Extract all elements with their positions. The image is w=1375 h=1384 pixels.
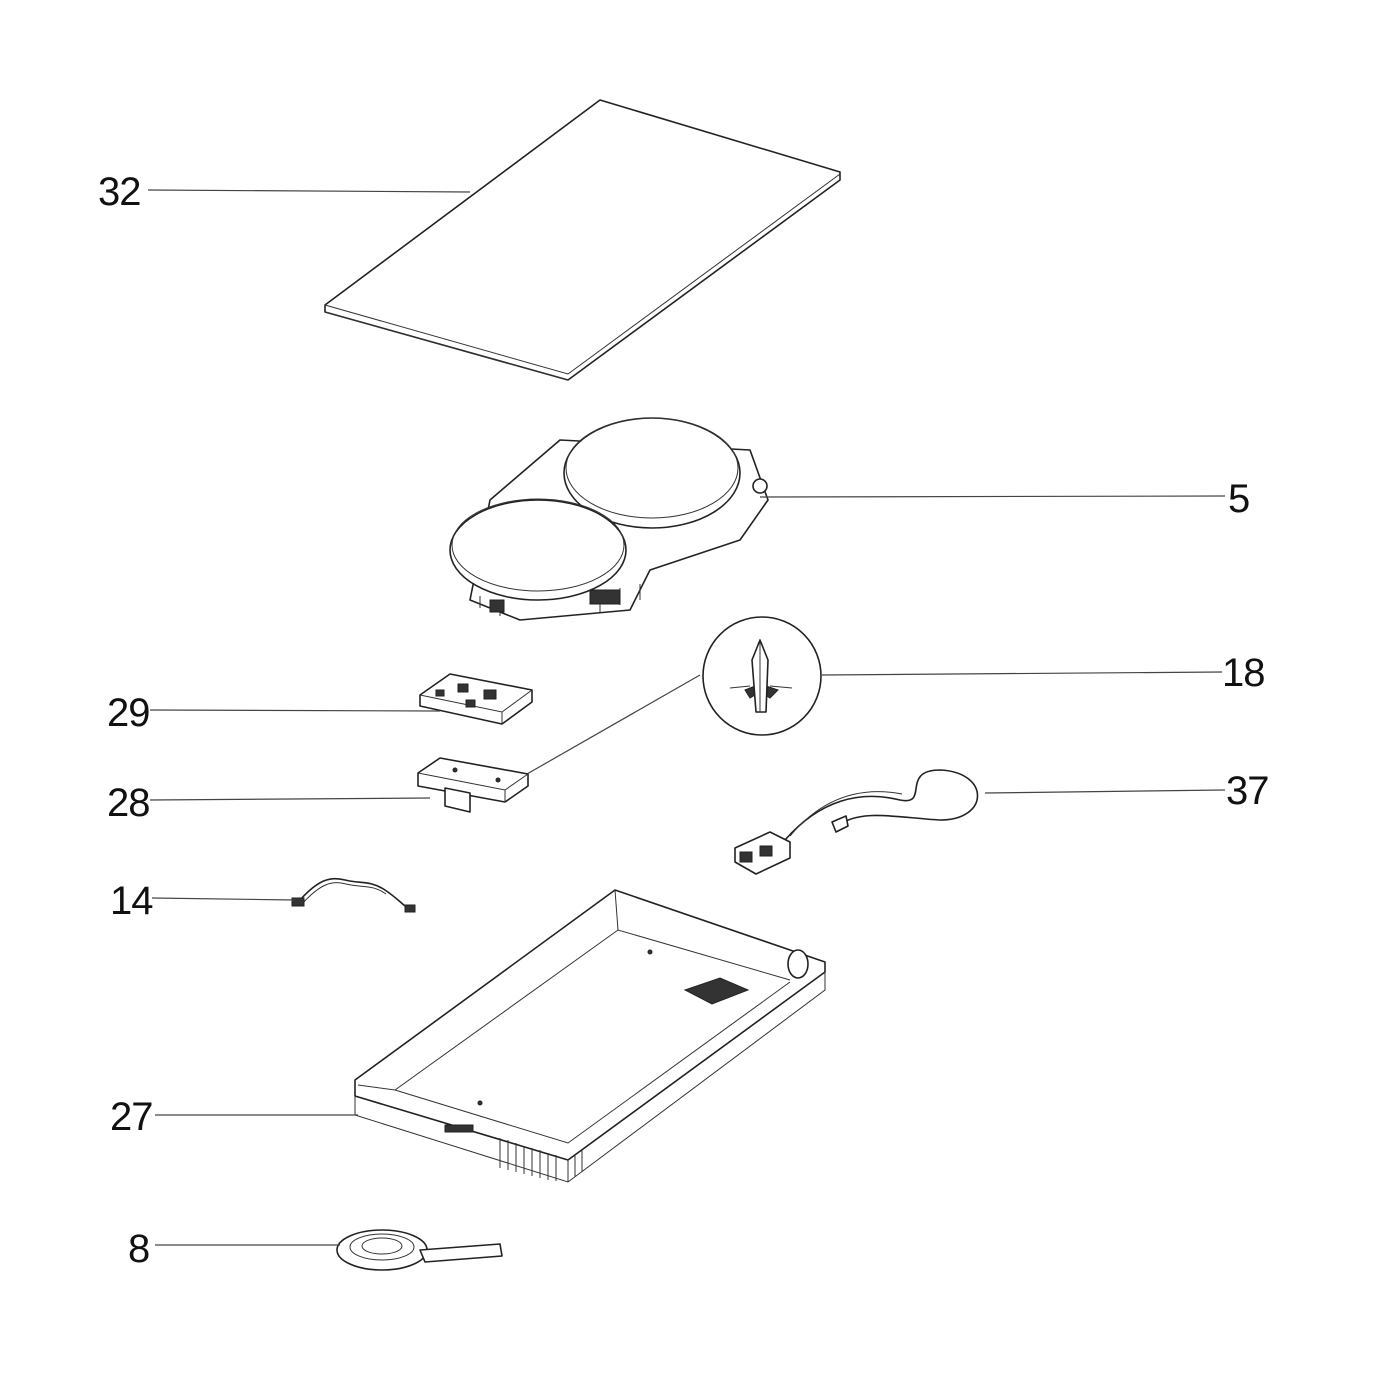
part-32-glass-top: [324, 99, 841, 381]
leader-14: [151, 897, 296, 901]
leader-32: [147, 189, 471, 193]
part-14-sensor-wire: [291, 877, 416, 913]
callout-8: 8: [128, 1227, 149, 1271]
leader-28: [149, 797, 431, 801]
leader-5: [759, 495, 1226, 498]
callout-18: 18: [1222, 651, 1265, 695]
part-28-bracket: [417, 757, 529, 813]
vent-grille-top: [683, 977, 750, 1005]
part-27-housing-base: [354, 889, 826, 1183]
leader-18: [821, 671, 1223, 676]
leader-37: [984, 789, 1226, 794]
callout-32: 32: [98, 170, 141, 214]
callout-14: 14: [110, 879, 153, 923]
part-8-gasket-tape: [336, 1229, 503, 1271]
part-29-control-board: [419, 673, 533, 725]
part-5-heating-assembly: [449, 417, 769, 621]
callout-28: 28: [107, 781, 150, 825]
callout-5: 5: [1228, 477, 1249, 521]
callout-29: 29: [107, 691, 150, 735]
leader-18-detail: [519, 674, 701, 779]
callout-37: 37: [1226, 769, 1269, 813]
leader-29: [149, 709, 441, 712]
part-37-power-cord: [734, 769, 979, 875]
vent-grille-side: [499, 1138, 583, 1181]
callout-27: 27: [110, 1095, 153, 1139]
part-18-clip-detail: [702, 616, 822, 736]
